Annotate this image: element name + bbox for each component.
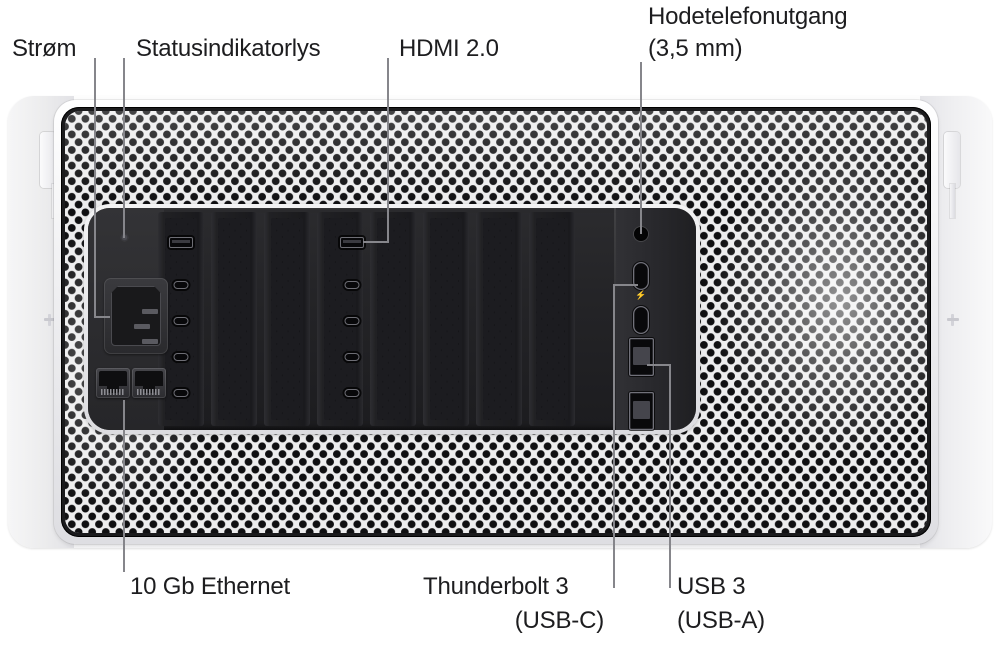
callout-label-thunderbolt-line1: Thunderbolt 3 <box>423 573 569 600</box>
card-usbc-port-icon <box>173 281 189 289</box>
leader-line-headphone <box>640 62 642 234</box>
case-handle-right <box>944 132 960 188</box>
rj45-mouth <box>99 371 127 386</box>
io-bay-divider <box>614 208 616 430</box>
card-usbc-port-icon <box>344 389 360 397</box>
hdmi-port-icon <box>169 237 193 248</box>
callout-label-headphone-line1: Hodetelefonutgang <box>648 3 848 30</box>
callout-label-usb-line2: (USB-A) <box>677 607 765 634</box>
callout-label-hdmi: HDMI 2.0 <box>399 35 499 62</box>
slot-vent <box>483 218 515 420</box>
card-usbc-port-icon <box>344 317 360 325</box>
leader-line-thunderbolt-elbow <box>613 284 638 286</box>
leader-line-power-elbow <box>94 316 110 318</box>
rj45-mouth <box>135 371 163 386</box>
leader-line-power <box>94 58 96 318</box>
rj45-pins <box>137 389 161 395</box>
card-usbc-port-icon <box>173 317 189 325</box>
slot-vent <box>377 218 409 420</box>
case-handle-stem-right <box>950 184 955 218</box>
leader-line-ethernet <box>123 400 125 572</box>
card-usbc-port-icon <box>344 353 360 361</box>
rj45-tab <box>107 382 119 393</box>
slot-vent <box>271 218 303 420</box>
callout-label-power: Strøm <box>12 35 77 62</box>
power-pin <box>142 339 158 344</box>
card-usbc-port-icon <box>173 389 189 397</box>
power-inlet-body <box>111 286 161 346</box>
leader-line-thunderbolt <box>613 284 615 588</box>
hdmi-port-icon <box>340 237 364 248</box>
callout-label-headphone-line2: (3,5 mm) <box>648 35 743 62</box>
rj45-tab <box>143 382 155 393</box>
slot-vent <box>218 218 250 420</box>
thunderbolt-symbol-icon: ⚡ <box>635 290 647 300</box>
ethernet-port-icon <box>96 368 130 398</box>
ethernet-port-icon <box>132 368 166 398</box>
case-handle-left <box>40 132 56 188</box>
pcie-slot-5 <box>370 212 416 426</box>
power-pin <box>142 309 158 314</box>
pcie-slot-7 <box>476 212 522 426</box>
leader-line-usb <box>669 364 671 588</box>
leader-line-hdmi <box>387 58 389 242</box>
callout-label-thunderbolt-line2: (USB-C) <box>514 607 604 634</box>
thunderbolt-port-icon <box>633 262 649 290</box>
power-pin <box>134 324 150 329</box>
callout-label-status-light: Statusindikatorlys <box>136 35 321 62</box>
card-usbc-port-icon <box>173 353 189 361</box>
slot-vent <box>430 218 462 420</box>
thunderbolt-port-icon <box>633 306 649 334</box>
pcie-slot-8 <box>529 212 575 426</box>
usb-a-port-icon <box>629 338 654 376</box>
leader-line-usb-elbow <box>647 364 671 366</box>
card-usbc-port-icon <box>344 281 360 289</box>
power-inlet-icon <box>104 278 168 354</box>
pcie-slot-3 <box>264 212 310 426</box>
pcie-slot-2 <box>211 212 257 426</box>
callout-label-usb-line1: USB 3 <box>677 573 746 600</box>
headphone-jack-icon <box>634 227 648 241</box>
case-foot-left <box>44 318 56 321</box>
slot-vent <box>165 218 197 420</box>
rj45-pins <box>101 389 125 395</box>
slot-vent <box>536 218 568 420</box>
leader-line-status <box>123 58 125 238</box>
case-foot-right <box>947 318 959 321</box>
io-bay-right-panel <box>616 208 696 430</box>
callout-label-ethernet: 10 Gb Ethernet <box>130 573 290 600</box>
pcie-slot-6 <box>423 212 469 426</box>
usb-a-port-icon <box>629 392 654 430</box>
leader-line-hdmi-elbow <box>363 241 389 243</box>
